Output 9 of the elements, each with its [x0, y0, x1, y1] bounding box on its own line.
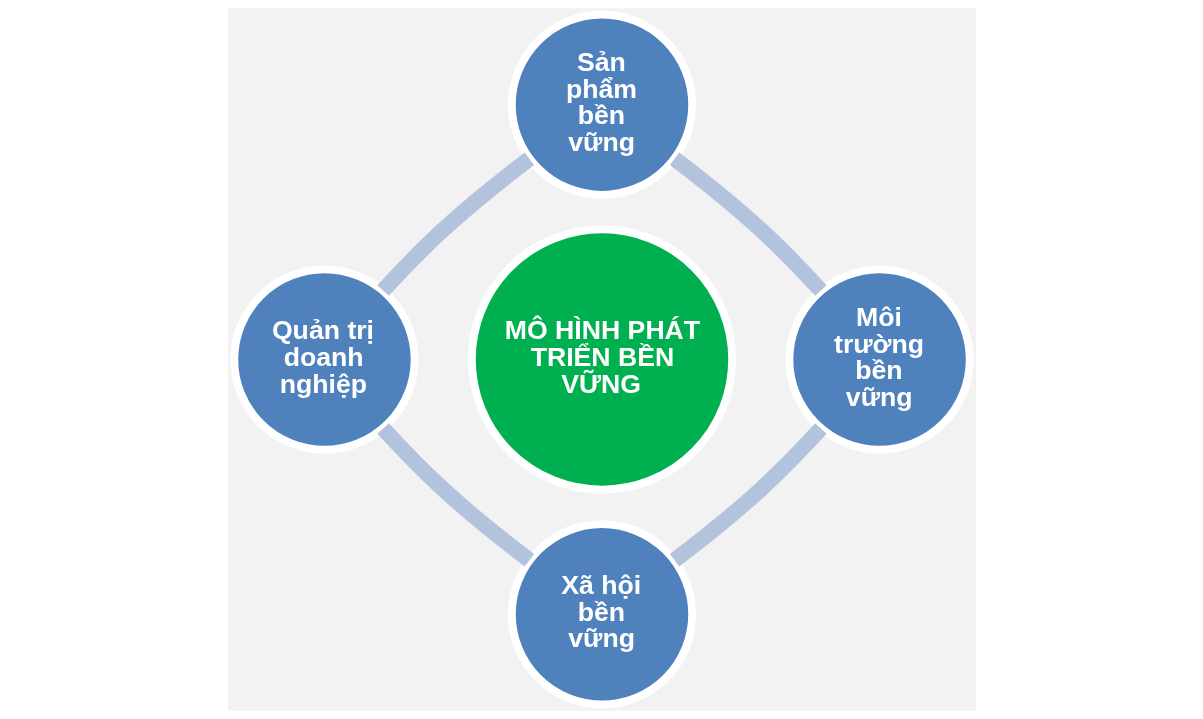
- connector: [669, 423, 827, 567]
- node-circle: MÔ HÌNH PHÁT TRIỂN BỀN VỮNG: [467, 225, 736, 494]
- connector: [376, 423, 534, 567]
- node-circle: Xã hội bền vững: [507, 520, 696, 709]
- connector: [669, 152, 827, 296]
- connector: [376, 152, 534, 296]
- node-circle: Quản trị doanh nghiệp: [229, 265, 419, 454]
- node-circle: Môi trường bền vững: [784, 265, 974, 454]
- node-circle: Sản phẩm bền vững: [507, 10, 696, 199]
